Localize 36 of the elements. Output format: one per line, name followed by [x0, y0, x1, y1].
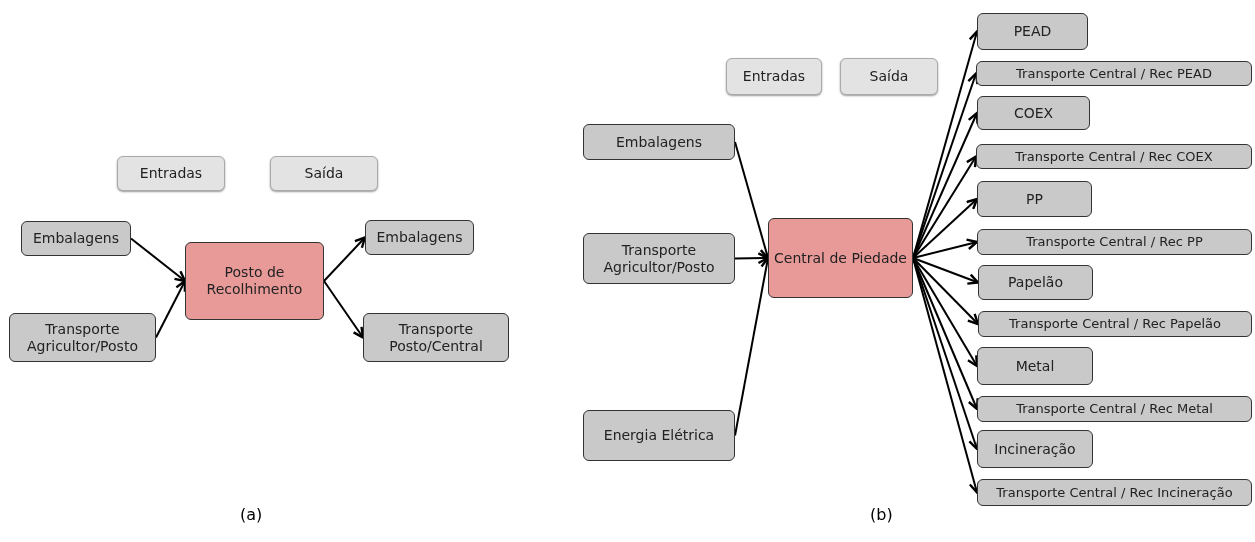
process-box: Transporte Agricultor/Posto	[583, 233, 735, 284]
process-box: Transporte Agricultor/Posto	[9, 313, 156, 362]
process-box: Embalagens	[583, 124, 735, 160]
arrow	[155, 279, 187, 339]
process-box: Transporte Central / Rec Metal	[977, 396, 1252, 422]
process-box: Transporte Posto/Central	[363, 313, 509, 362]
panel-label: (a)	[240, 505, 263, 524]
header-box: Entradas	[117, 156, 225, 191]
process-box: Incineração	[977, 430, 1093, 468]
arrow	[323, 280, 365, 339]
central-process-box: Central de Piedade	[768, 218, 913, 298]
process-box: Energia Elétrica	[583, 410, 735, 461]
process-box: Embalagens	[365, 220, 474, 255]
process-box: Transporte Central / Rec PP	[977, 229, 1252, 255]
arrow	[912, 238, 979, 259]
arrow	[912, 257, 980, 326]
header-box: Entradas	[726, 58, 822, 95]
process-box: Papelão	[978, 265, 1093, 300]
header-box: Saída	[270, 156, 378, 191]
process-box: Transporte Central / Rec COEX	[976, 144, 1252, 169]
arrow	[130, 237, 187, 283]
header-box: Saída	[840, 58, 938, 95]
panel-label: (b)	[870, 505, 893, 524]
process-box: COEX	[977, 96, 1090, 130]
process-box: Transporte Central / Rec Incineração	[977, 479, 1252, 506]
central-process-box: Posto de Recolhimento	[185, 242, 324, 320]
process-box: PP	[977, 181, 1092, 217]
arrow	[323, 236, 367, 282]
process-box: PEAD	[977, 13, 1088, 50]
process-box: Metal	[977, 347, 1093, 385]
arrow	[734, 252, 770, 265]
arrow	[912, 257, 980, 285]
arrow	[912, 197, 979, 259]
process-box: Transporte Central / Rec Papelão	[978, 311, 1252, 337]
process-box: Transporte Central / Rec PEAD	[976, 61, 1252, 86]
process-box: Embalagens	[21, 221, 131, 256]
